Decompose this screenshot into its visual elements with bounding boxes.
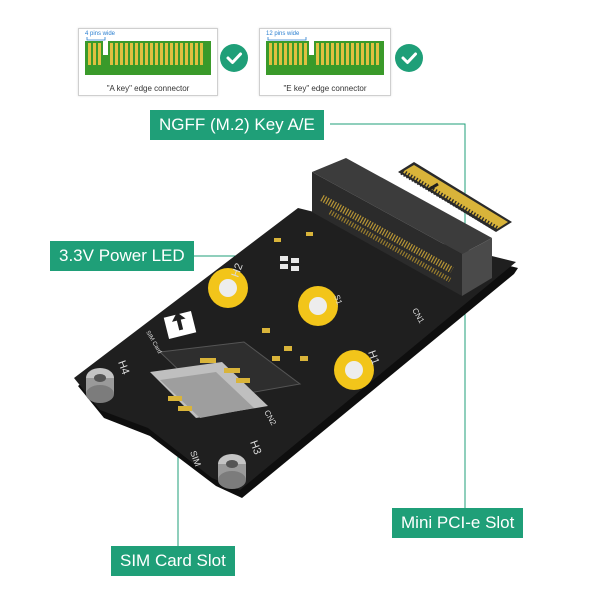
sim-card-slot-callout: SIM Card Slot (111, 546, 235, 576)
m2-socket (312, 158, 492, 296)
ngff-leader-line (330, 123, 466, 258)
mini-pcie-slot-callout: Mini PCI-e Slot (392, 508, 524, 538)
label-h2: H2 (230, 262, 246, 279)
a-key-connector-diagram: 4 pins wide "A key" edge connector (78, 28, 218, 96)
a-key-check-icon (220, 44, 248, 72)
e-key-pins-label: 12 pins wide (266, 31, 300, 37)
e-key-caption: "E key" edge connector (283, 84, 367, 93)
smd-components (262, 328, 308, 361)
label-h3: H3 (247, 439, 263, 456)
a-key-pins-label: 4 pins wide (85, 31, 116, 37)
standoffs (86, 368, 246, 489)
a-key-edge-connector-image (85, 37, 211, 75)
a-key-caption: "A key" edge connector (106, 84, 190, 93)
e-key-connector-diagram: 12 pins wide "E key" edge connector (259, 28, 391, 96)
m2-gold-fingers (398, 162, 512, 232)
ngff-key-callout: NGFF (M.2) Key A/E (150, 110, 324, 140)
power-led-callout: 3.3V Power LED (50, 241, 194, 271)
e-key-check-icon (395, 44, 423, 72)
e-key-edge-connector-image (266, 37, 384, 75)
sim-insert-arrow-icon (163, 310, 197, 340)
label-h1: H1 (365, 349, 381, 366)
sim-card-slot (150, 341, 302, 418)
label-s1: S1 (332, 294, 344, 307)
power-led-components (274, 232, 313, 271)
label-h4: H4 (115, 359, 131, 376)
pcb-board (74, 208, 516, 490)
mounting-pads (208, 268, 374, 390)
